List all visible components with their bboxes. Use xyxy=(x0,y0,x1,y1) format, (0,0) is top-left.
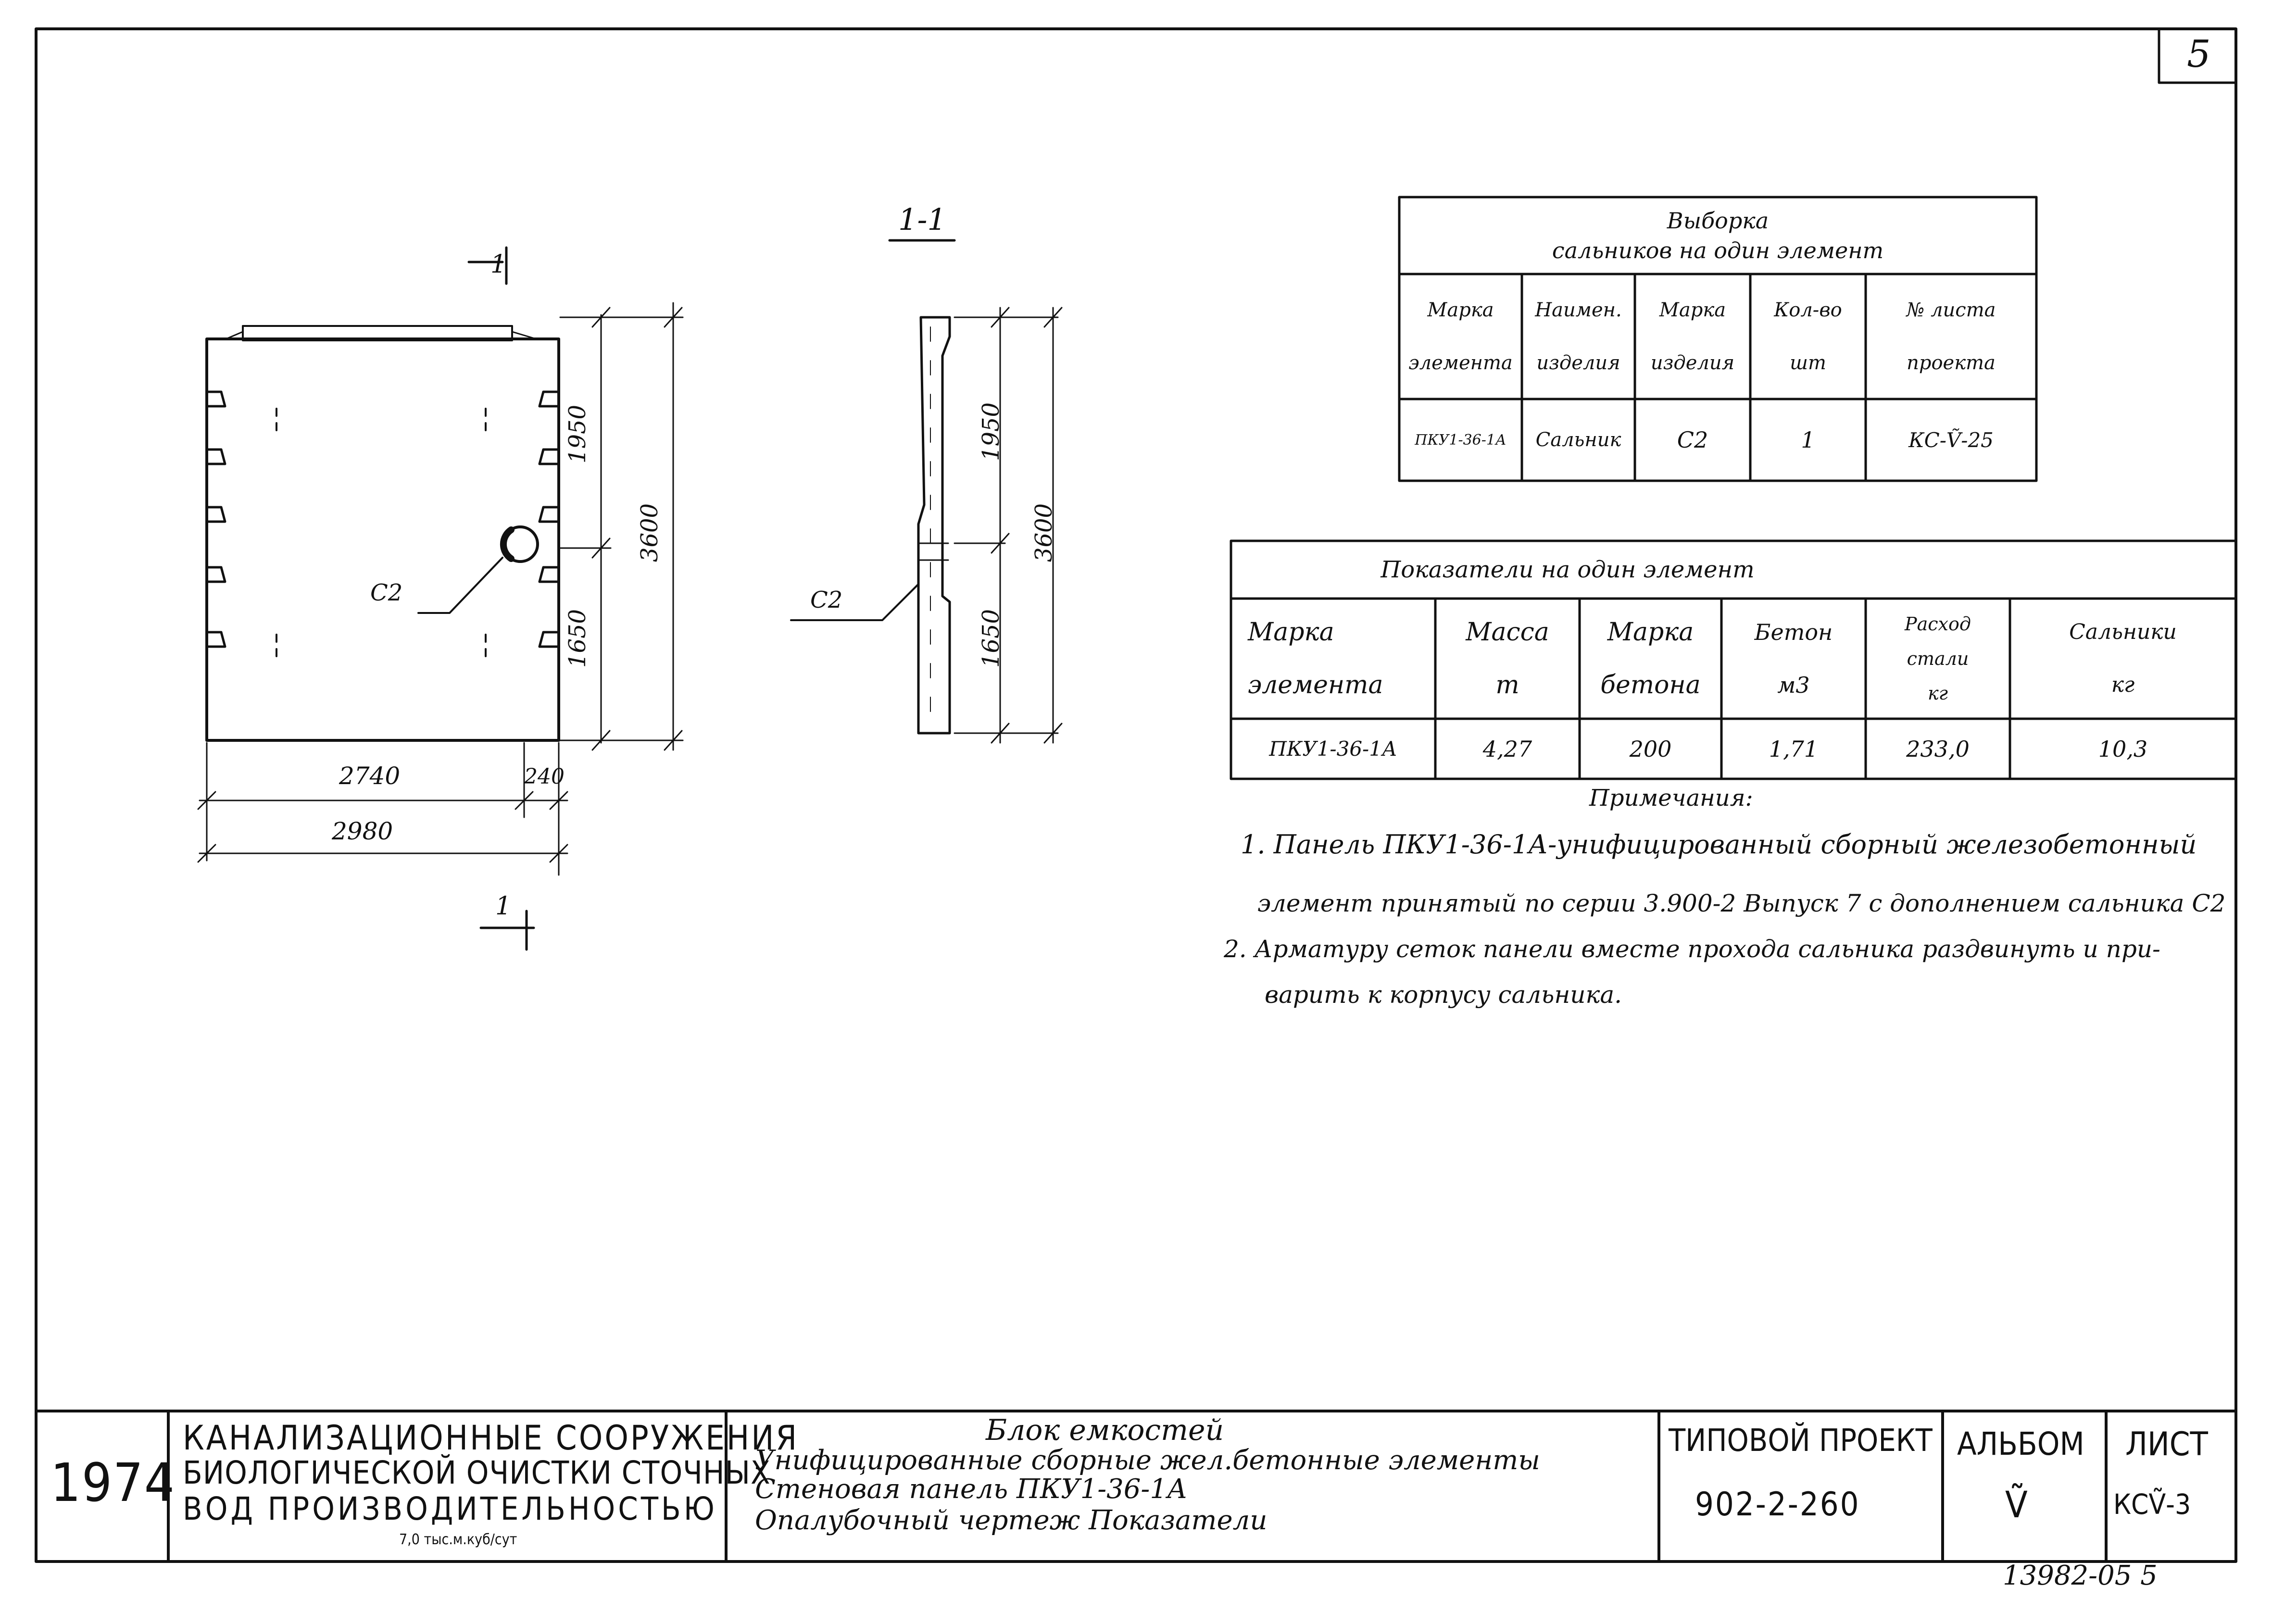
title-block-album-value: Ṽ xyxy=(2005,1483,2028,1526)
indicators-header-glands: Сальники кг xyxy=(2069,620,2177,697)
dim-3600: 3600 xyxy=(636,503,664,562)
glands-table-title: Выборка сальников на один элемент xyxy=(1399,197,2036,274)
elevation-dimensions xyxy=(197,302,684,876)
glands-cell-product: С2 xyxy=(1677,427,1708,453)
section-gland-label: С2 xyxy=(810,587,843,613)
glands-header-product: Марка изделия xyxy=(1650,299,1735,374)
title-block-project-label: ТИПОВОЙ ПРОЕКТ xyxy=(1669,1423,1933,1459)
title-block-org-line2: БИОЛОГИЧЕСКОЙ ОЧИСТКИ СТОЧНЫХ xyxy=(183,1454,771,1491)
note-line-2: элемент принятый по серии 3.900-2 Выпуск… xyxy=(1257,889,2226,917)
section-dim-3600: 3600 xyxy=(1030,503,1058,562)
glands-cell-qty: 1 xyxy=(1801,427,1815,453)
sheet-frame xyxy=(35,27,2237,1563)
indicators-header-concrete: Бетон м3 xyxy=(1754,619,1833,698)
dim-1650: 1650 xyxy=(564,609,591,668)
indicators-cell-concrete-grade: 200 xyxy=(1629,736,1672,762)
glands-header-mark: Марка элемента xyxy=(1408,299,1513,374)
section-dim-1950: 1950 xyxy=(978,402,1005,462)
note-line-1: 1. Панель ПКУ1-36-1А-унифицированный сбо… xyxy=(1241,829,2197,860)
sheet-number: 5 xyxy=(2187,33,2211,76)
title-block-org-line3: ВОД ПРОИЗВОДИТЕЛЬНОСТЬЮ xyxy=(183,1490,717,1527)
indicators-header-concrete-grade: Марка бетона xyxy=(1600,618,1701,700)
title-block-desc-line2: Унифицированные сборные жел.бетонные эле… xyxy=(755,1445,1540,1476)
section-cut-marks xyxy=(467,246,535,951)
sheet-number-box xyxy=(2158,27,2237,84)
section-title: 1-1 xyxy=(898,202,946,237)
title-block-project-number: 902-2-260 xyxy=(1695,1486,1860,1524)
indicators-header-steel: Расход стали кг xyxy=(1905,613,1971,704)
indicators-header-mass: Масса т xyxy=(1466,618,1549,700)
glands-header-sheet: № листа проекта xyxy=(1906,299,1996,374)
notes-title: Примечания: xyxy=(1589,785,1753,812)
section-dimensions xyxy=(954,307,1063,744)
gland-label: С2 xyxy=(370,579,403,606)
title-block-desc-line3: Стеновая панель ПКУ1-36-1А xyxy=(755,1474,1188,1505)
dim-240: 240 xyxy=(524,764,565,789)
glands-table-title-line2: сальников на один элемент xyxy=(1552,237,1884,263)
glands-table-grid xyxy=(1398,196,2038,482)
title-block-sheet-label: ЛИСТ xyxy=(2125,1425,2208,1463)
dim-2740: 2740 xyxy=(339,762,401,790)
panel-section xyxy=(790,239,956,735)
title-block-year: 1974 xyxy=(50,1452,176,1513)
indicators-header-mark: Марка элемента xyxy=(1248,618,1383,700)
indicators-cell-mark: ПКУ1-36-1А xyxy=(1269,737,1397,761)
title-block-desc-line4: Опалубочный чертеж Показатели xyxy=(755,1505,1268,1536)
title-block-grid xyxy=(35,1410,2237,1563)
stamp-code: 13982-05 5 xyxy=(2003,1560,2158,1591)
title-block-org-line4: 7,0 тыс.м.куб/сут xyxy=(399,1531,517,1548)
glands-cell-sheet: КС-Ṽ-25 xyxy=(1908,428,1994,452)
glands-header-name: Наимен. изделия xyxy=(1535,299,1622,374)
indicators-cell-glands: 10,3 xyxy=(2098,736,2148,762)
indicators-table-title: Показатели на один элемент xyxy=(1381,556,1755,583)
section-mark-top: 1 xyxy=(490,250,507,279)
section-mark-bottom: 1 xyxy=(495,892,512,921)
title-block-org-line1: КАНАЛИЗАЦИОННЫЕ СООРУЖЕНИЯ xyxy=(183,1418,799,1458)
dim-1950: 1950 xyxy=(564,404,591,464)
title-block-desc-line1: Блок емкостей xyxy=(986,1413,1224,1447)
glands-cell-name: Сальник xyxy=(1535,429,1621,451)
dim-2980: 2980 xyxy=(332,817,393,845)
glands-cell-mark: ПКУ1-36-1А xyxy=(1415,431,1506,449)
panel-elevation xyxy=(205,325,560,742)
glands-table-title-line1: Выборка xyxy=(1667,208,1769,234)
indicators-cell-mass: 4,27 xyxy=(1482,736,1532,762)
title-block-sheet-value: КСṼ-3 xyxy=(2113,1488,2191,1521)
note-line-3: 2. Арматуру сеток панели вместе прохода … xyxy=(1224,935,2160,963)
glands-header-qty: Кол-во шт xyxy=(1774,299,1842,374)
indicators-cell-concrete: 1,71 xyxy=(1769,736,1819,762)
title-block-album-label: АЛЬБОМ xyxy=(1957,1425,2084,1462)
note-line-4: варить к корпусу сальника. xyxy=(1265,981,1622,1009)
section-dim-1650: 1650 xyxy=(978,609,1005,668)
indicators-table-grid xyxy=(1230,539,2237,780)
indicators-cell-steel: 233,0 xyxy=(1906,736,1970,762)
